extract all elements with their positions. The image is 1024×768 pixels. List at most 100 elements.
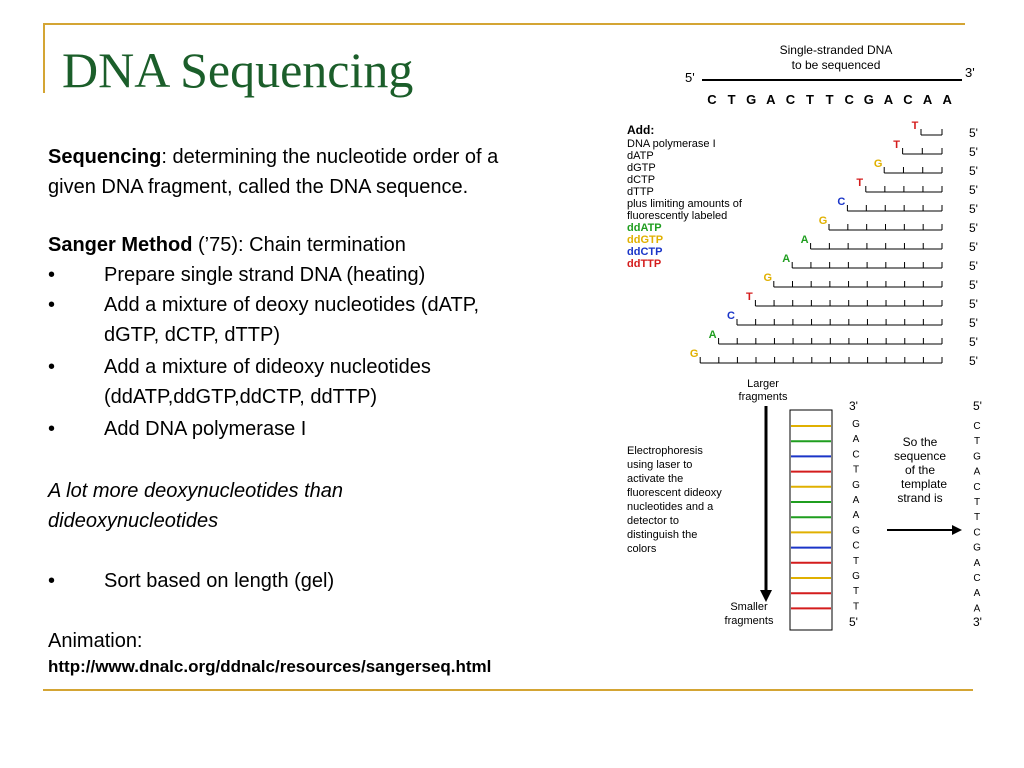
gel-base: G	[852, 480, 860, 491]
template-base: T	[728, 92, 736, 107]
larger-fragments-label-line2: fragments	[739, 391, 788, 403]
add-item: DNA polymerase I	[627, 138, 716, 150]
animation-link[interactable]: http://www.dnalc.org/ddnalc/resources/sa…	[48, 657, 492, 676]
result-base: C	[973, 421, 980, 432]
dideoxy-item: ddTTP	[627, 258, 661, 270]
template-base: C	[786, 92, 796, 107]
larger-fragments-label-line1: Larger	[747, 378, 779, 390]
bullet-text: Sort based on length (gel)	[104, 570, 335, 592]
result-base: G	[973, 543, 981, 554]
add-label: Add:	[627, 123, 654, 137]
fragment-end-base: G	[764, 272, 773, 284]
result-base: A	[974, 603, 981, 614]
template-base: C	[903, 92, 913, 107]
fragment-end-base: C	[837, 196, 845, 208]
fragment-end-base: T	[912, 120, 919, 132]
template-base: A	[766, 92, 776, 107]
sanger-method-heading: Sanger Method (’75): Chain termination	[48, 230, 406, 260]
bottom-rule	[43, 689, 973, 691]
result-description-line: So the	[903, 435, 938, 449]
sequencing-definition-line2: given DNA fragment, called the DNA seque…	[48, 176, 469, 198]
smaller-fragments-label-line2: fragments	[725, 615, 774, 627]
bullet-mark: •	[48, 264, 56, 286]
animation-label: Animation:	[48, 630, 143, 652]
title-accent-line	[43, 23, 45, 93]
sequencing-definition-line1: Sequencing: determining the nucleotide o…	[48, 142, 498, 172]
bullet-text: Add DNA polymerase I	[104, 418, 307, 440]
result-base: C	[973, 527, 980, 538]
gel-base: A	[853, 434, 860, 445]
fragment-5-prime: 5'	[969, 297, 978, 311]
electrophoresis-line: activate the	[627, 473, 683, 485]
slide-title: DNA Sequencing	[62, 42, 414, 98]
fragment-5-prime: 5'	[969, 183, 978, 197]
bullet-mark: •	[48, 570, 56, 592]
fragment-end-base: A	[782, 253, 790, 265]
template-base: C	[845, 92, 855, 107]
fragment-end-base: T	[856, 177, 863, 189]
bullet-text: Add a mixture of deoxy nucleotides (dATP…	[104, 294, 480, 316]
electrophoresis-line: using laser to	[627, 459, 692, 471]
gel-bottom-5-prime: 5'	[849, 615, 858, 629]
sanger-sequencing-diagram: Single-stranded DNA to be sequenced 5' 3…	[627, 43, 982, 631]
gel-column	[789, 409, 833, 631]
dideoxy-item: ddATP	[627, 222, 662, 234]
fragment-end-base: G	[690, 348, 699, 360]
fragment-5-prime: 5'	[969, 164, 978, 178]
fragment-5-prime: 5'	[969, 259, 978, 273]
fragment-end-base: A	[801, 234, 809, 246]
dideoxy-item: ddCTP	[627, 246, 662, 258]
result-arrow-head	[952, 525, 962, 535]
add-item: plus limiting amounts of	[627, 198, 743, 210]
result-top-5-prime: 5'	[973, 399, 982, 413]
italic-note-line2: dideoxynucleotides	[48, 510, 219, 532]
gel-base: G	[852, 419, 860, 430]
template-3-prime: 3'	[965, 65, 975, 80]
fragment-end-base: G	[819, 215, 828, 227]
bullet-text: Prepare single strand DNA (heating)	[104, 264, 426, 286]
template-5-prime: 5'	[685, 70, 695, 85]
result-base: T	[974, 497, 980, 508]
italic-note-line1: A lot more deoxynucleotides than	[48, 480, 343, 502]
gel-base: C	[852, 541, 859, 552]
add-item: dTTP	[627, 186, 654, 198]
gel-base: G	[852, 525, 860, 536]
diagram-header-line1: Single-stranded DNA	[780, 43, 893, 57]
result-base: G	[973, 451, 981, 462]
result-base: C	[973, 482, 980, 493]
result-description-line: template	[901, 477, 947, 491]
electrophoresis-line: fluorescent dideoxy	[627, 487, 722, 499]
template-base: A	[943, 92, 953, 107]
fragment-5-prime: 5'	[969, 126, 978, 140]
gel-base: A	[853, 510, 860, 521]
result-description-line: sequence	[894, 449, 946, 463]
sanger-method-term: Sanger Method	[48, 234, 193, 256]
bullet-mark: •	[48, 418, 56, 440]
electrophoresis-line: detector to	[627, 515, 679, 527]
fragment-end-base: T	[746, 291, 753, 303]
add-item: fluorescently labeled	[627, 210, 727, 222]
result-base: C	[973, 573, 980, 584]
bullet-text: Add a mixture of dideoxy nucleotides	[104, 356, 431, 378]
gel-base: G	[852, 571, 860, 582]
template-base: G	[864, 92, 874, 107]
sequencing-definition-text: : determining the nucleotide order of a	[161, 146, 499, 168]
electrophoresis-description: Electrophoresis using laser to activate th…	[627, 445, 722, 555]
bullet-text-continued: (ddATP,ddGTP,ddCTP, ddTTP)	[104, 386, 378, 408]
add-item: dATP	[627, 150, 654, 162]
electrophoresis-line: colors	[627, 543, 657, 555]
electrophoresis-line: distinguish the	[627, 529, 697, 541]
fragment-5-prime: 5'	[969, 202, 978, 216]
template-base: A	[884, 92, 894, 107]
fragment-5-prime: 5'	[969, 316, 978, 330]
electrophoresis-line: Electrophoresis	[627, 445, 703, 457]
gel-base: T	[853, 556, 859, 567]
dideoxy-item: ddGTP	[627, 234, 663, 246]
diagram-header-line2: to be sequenced	[792, 58, 881, 72]
